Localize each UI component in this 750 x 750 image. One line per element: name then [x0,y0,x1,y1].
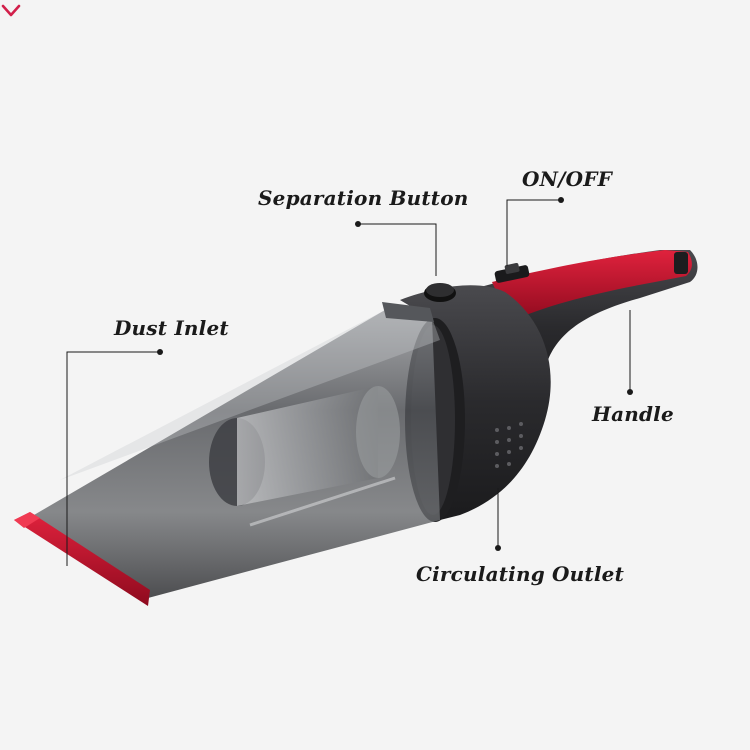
dust-inlet-nozzle [14,512,150,606]
dust-canister [22,302,440,598]
label-separation-button: Separation Button [258,186,469,210]
on-off-switch [494,263,530,283]
callout-lines [66,199,631,566]
callout-dots [157,197,633,551]
label-circulating-outlet: Circulating Outlet [416,562,625,586]
separation-button [424,283,456,302]
label-dust-inlet: Dust Inlet [114,316,229,340]
chevron-down-icon [1,4,21,17]
label-on-off: ON/OFF [522,167,613,191]
label-handle: Handle [592,402,674,426]
